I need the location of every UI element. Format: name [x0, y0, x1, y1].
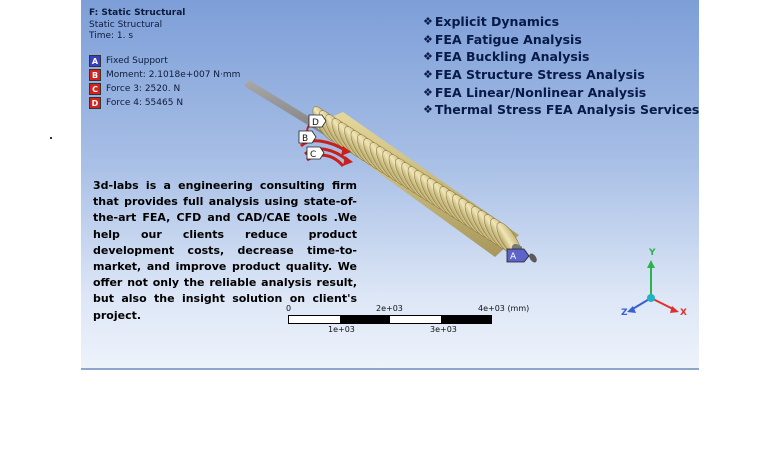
viewport-divider — [81, 368, 699, 370]
end-cap — [529, 253, 537, 263]
marker-c-callout[interactable]: C — [306, 146, 325, 160]
force-arrow — [299, 139, 346, 152]
legend-label: Force 3: 2520. N — [106, 84, 181, 94]
legend-item-force-4[interactable]: D Force 4: 55465 N — [89, 97, 183, 109]
arrow-head — [343, 156, 353, 166]
legend-marker-a: A — [89, 55, 101, 67]
scale-label-top: 2e+03 — [376, 304, 403, 313]
stray-dot — [50, 137, 52, 139]
diamond-bullet-icon: ❖ — [423, 15, 433, 29]
arrow-head — [341, 146, 351, 156]
scale-bar: 0 2e+03 4e+03 (mm) 1e+03 3e+03 — [286, 304, 530, 338]
axis-label-y: Y — [649, 248, 656, 258]
scale-label-top: 4e+03 (mm) — [478, 304, 530, 313]
legend-item-force-3[interactable]: C Force 3: 2520. N — [89, 83, 180, 95]
marker-d-callout[interactable]: D — [308, 114, 327, 128]
diamond-bullet-icon: ❖ — [423, 32, 433, 46]
axis-label-x: X — [680, 308, 687, 318]
service-item: ❖FEA Fatigue Analysis — [423, 31, 582, 47]
company-description: 3d-labs is a engineering consulting firm… — [93, 179, 357, 322]
scale-segment — [289, 316, 340, 323]
marker-b-label: B — [302, 134, 308, 144]
diamond-bullet-icon: ❖ — [423, 68, 433, 82]
marker-a-callout[interactable]: A — [506, 248, 530, 263]
marker-d-label: D — [312, 118, 319, 128]
marker-c-label: C — [310, 150, 316, 160]
scale-label-bottom: 1e+03 — [328, 325, 355, 334]
marker-a-label: A — [510, 252, 517, 262]
finned-shaft-model[interactable]: D B C A — [81, 0, 699, 369]
scale-segment — [339, 316, 390, 323]
scale-bar-segments — [288, 315, 492, 324]
analysis-title: F: Static Structural — [89, 8, 186, 18]
axis-label-z: Z — [621, 308, 628, 318]
legend-marker-c: C — [89, 83, 101, 95]
service-item: ❖FEA Buckling Analysis — [423, 49, 590, 65]
legend-label: Force 4: 55465 N — [106, 98, 184, 108]
diamond-bullet-icon: ❖ — [423, 50, 433, 64]
service-item: ❖FEA Structure Stress Analysis — [423, 67, 645, 83]
scale-label-bottom: 3e+03 — [430, 325, 457, 334]
legend-marker-d: D — [89, 97, 101, 109]
diamond-bullet-icon: ❖ — [423, 85, 433, 99]
graphics-viewport[interactable]: F: Static Structural Static Structural T… — [81, 0, 699, 369]
axis-triad[interactable]: Y X Z — [619, 248, 689, 322]
legend-item-moment[interactable]: B Moment: 2.1018e+007 N·mm — [89, 69, 240, 81]
marker-b-callout[interactable]: B — [298, 130, 317, 144]
service-item: ❖ Thermal Stress FEA Analysis Services — [423, 102, 699, 118]
legend-marker-b: B — [89, 69, 101, 81]
scale-label-top: 0 — [286, 304, 292, 313]
axis-triad-icon — [627, 260, 679, 313]
service-item: ❖Explicit Dynamics — [423, 14, 560, 30]
diamond-bullet-icon: ❖ — [423, 103, 433, 117]
scale-segment — [390, 316, 441, 323]
service-item: ❖FEA Linear/Nonlinear Analysis — [423, 84, 647, 100]
scale-segment — [440, 316, 491, 323]
legend-label: Moment: 2.1018e+007 N·mm — [106, 70, 241, 80]
services-list: ❖Explicit Dynamics ❖FEA Fatigue Analysis… — [423, 13, 699, 119]
legend-label: Fixed Support — [106, 56, 168, 66]
legend-item-fixed-support[interactable]: A Fixed Support — [89, 55, 168, 67]
analysis-time: Time: 1. s — [89, 31, 134, 41]
analysis-subtitle: Static Structural — [89, 20, 163, 30]
